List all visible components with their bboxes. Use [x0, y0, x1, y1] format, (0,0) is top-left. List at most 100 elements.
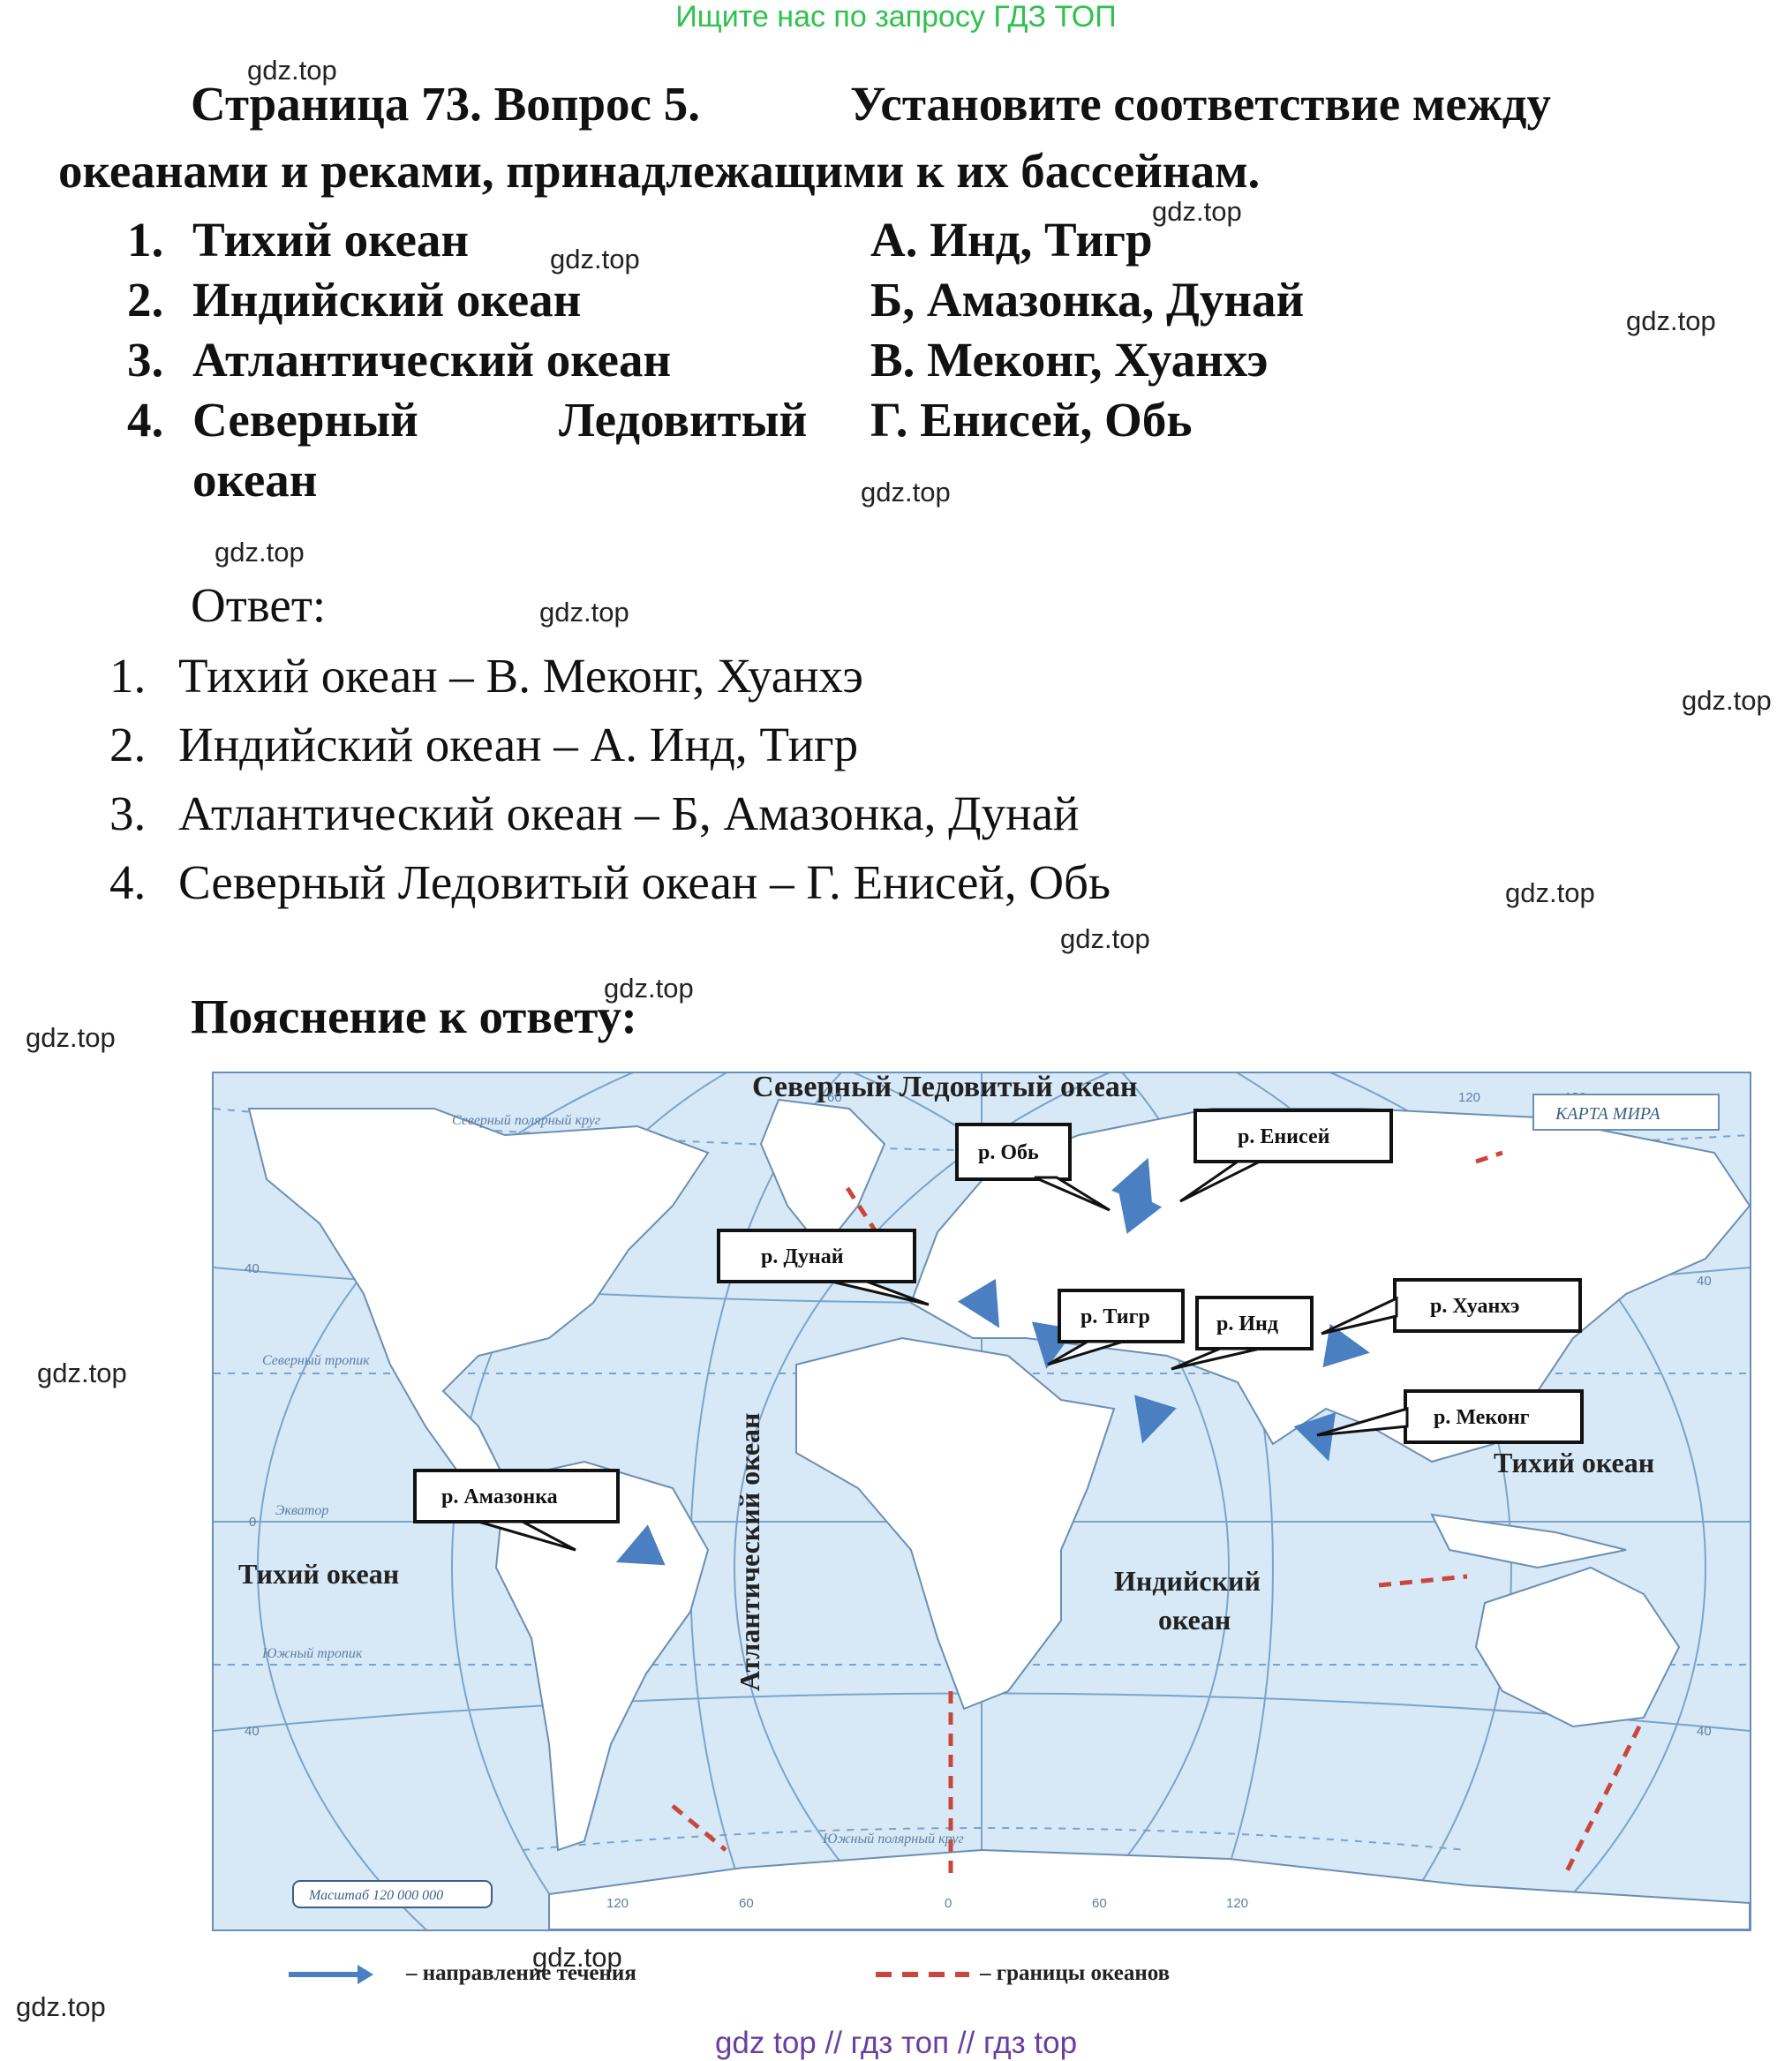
watermark: gdz.top	[1060, 923, 1150, 954]
flow-arrow	[1117, 1185, 1163, 1234]
south-tropic-label: Южный тропик	[261, 1646, 363, 1661]
world-map-svg: Северный Ледовитый океан Тихий океан Тих…	[214, 1073, 1750, 1929]
svg-text:р. Енисей: р. Енисей	[1238, 1125, 1330, 1148]
callout-tigris: р. Тигр	[1047, 1289, 1185, 1366]
watermark: gdz.top	[247, 55, 337, 86]
world-map: Северный Ледовитый океан Тихий океан Тих…	[212, 1072, 1751, 1931]
meridian-label: 120	[1226, 1896, 1248, 1911]
ocean-border	[1475, 1150, 1503, 1164]
parallel-label: 0	[249, 1515, 256, 1530]
watermark: gdz.top	[861, 477, 951, 508]
map-scale-badge	[292, 1880, 493, 1908]
meridian-label: 120	[1458, 1090, 1480, 1105]
answer-item: 4.Северный Ледовитый океан – Г. Енисей, …	[109, 855, 1111, 909]
watermark: gdz.top	[1682, 685, 1772, 716]
ocean-name: Северный	[192, 393, 418, 447]
answer-item: 3.Атлантический океан – Б, Амазонка, Дун…	[109, 786, 1080, 840]
watermark: gdz.top	[215, 537, 305, 568]
question-title-right: Установите соответствие между	[850, 77, 1551, 131]
callout-mekong: р. Меконг	[1316, 1389, 1584, 1444]
watermark: gdz.top	[16, 1991, 106, 2022]
question-title-left: Страница 73. Вопрос 5.	[191, 77, 700, 131]
north-tropic-label: Северный тропик	[262, 1353, 370, 1368]
answer-label: Ответ:	[191, 578, 327, 632]
flow-arrow	[1322, 1323, 1370, 1368]
watermark: gdz.top	[26, 1022, 116, 1053]
ocean-name: Атлантический океан	[192, 333, 672, 387]
answer-item: 2.Индийский океан – А. Инд, Тигр	[109, 718, 859, 771]
svg-text:р. Меконг: р. Меконг	[1434, 1406, 1530, 1429]
arctic-ocean-label: Северный Ледовитый океан	[752, 1073, 1137, 1103]
answer-item: 1.Тихий океан – В. Меконг, Хуанхэ	[109, 649, 863, 703]
watermark: gdz.top	[37, 1358, 127, 1388]
river-option: Г. Енисей, Обь	[870, 393, 1193, 447]
graticule-meridian	[734, 1073, 1111, 1929]
callout-indus: р. Инд	[1171, 1296, 1314, 1371]
top-banner[interactable]: Ищите нас по запросу ГДЗ ТОП	[675, 0, 1117, 34]
flow-arrow	[1031, 1321, 1076, 1369]
australia	[1474, 1566, 1681, 1728]
ocean-number: 2.	[127, 273, 164, 327]
meridian-label: 60	[827, 1090, 842, 1105]
flow-arrow-icon	[289, 1965, 373, 1984]
river-option: А. Инд, Тигр	[870, 213, 1153, 267]
legend-borders-label: – границы океанов	[980, 1961, 1171, 1985]
flow-arrow	[1293, 1412, 1336, 1462]
watermark: gdz.top	[1505, 877, 1595, 908]
footer-links[interactable]: gdz top // гдз топ // гдз top	[714, 2026, 1078, 2060]
indonesia	[1430, 1513, 1627, 1569]
ocean-border	[1562, 1725, 1642, 1878]
graticule-meridian	[451, 1073, 1512, 1929]
map-title: КАРТА МИРА	[1555, 1104, 1660, 1124]
north-america	[247, 1108, 710, 1490]
callout-danube: р. Дунай	[717, 1229, 930, 1306]
flow-arrow	[615, 1524, 666, 1566]
map-title-badge	[1532, 1094, 1720, 1131]
antarctica	[548, 1848, 1750, 1929]
legend-flow-label: – направление течения	[406, 1961, 636, 1985]
north-polar-label: Северный полярный круг	[452, 1113, 600, 1128]
meridian-label: 0	[945, 1896, 952, 1911]
meridian-label: 60	[1092, 1896, 1107, 1911]
ocean-name: океан	[192, 453, 318, 507]
watermark: gdz.top	[550, 244, 640, 275]
parallel-label: 40	[245, 1724, 260, 1739]
svg-text:р. Хуанхэ: р. Хуанхэ	[1430, 1295, 1519, 1318]
question-title-line2: океанами и реками, принадлежащими к их б…	[58, 144, 1261, 198]
ocean-name: Тихий океан	[192, 213, 470, 267]
river-option: Б, Амазонка, Дунай	[870, 273, 1305, 327]
watermark: gdz.top	[1626, 305, 1716, 336]
explanation-label: Пояснение к ответу:	[191, 989, 637, 1043]
ocean-border-icon	[876, 1972, 969, 1977]
parallel-label: 40	[1697, 1274, 1712, 1289]
meridian-label: 60	[739, 1896, 754, 1911]
callout-huanghe: р. Хуанхэ	[1321, 1278, 1582, 1335]
watermark: gdz.top	[539, 597, 629, 628]
svg-text:р. Инд: р. Инд	[1216, 1313, 1278, 1335]
meridian-label: 120	[606, 1896, 629, 1911]
south-polar-label: Южный полярный круг	[822, 1832, 964, 1847]
flow-arrow	[1134, 1395, 1177, 1444]
south-polar-line	[522, 1827, 1468, 1851]
indian-ocean-label: Индийский	[1114, 1565, 1261, 1597]
ocean-number: 3.	[127, 333, 164, 387]
africa	[795, 1336, 1116, 1711]
parallel-label: 40	[1697, 1724, 1712, 1739]
river-option: В. Меконг, Хуанхэ	[870, 333, 1269, 387]
indian-ocean-label: океан	[1158, 1604, 1231, 1636]
ocean-border	[1378, 1574, 1468, 1588]
callout-amazon: р. Амазонка	[413, 1469, 620, 1552]
watermark: gdz.top	[532, 1942, 622, 1973]
map-scale: Масштаб 120 000 000	[308, 1888, 443, 1903]
greenland	[759, 1098, 886, 1252]
watermark: gdz.top	[1152, 196, 1242, 227]
svg-text:р. Тигр: р. Тигр	[1080, 1305, 1150, 1328]
graticule-oval	[257, 1073, 1706, 1929]
svg-text:р. Обь: р. Обь	[978, 1141, 1039, 1164]
callout-yenisei: р. Енисей	[1179, 1109, 1393, 1203]
ocean-name: Индийский океан	[192, 273, 582, 327]
svg-text:р. Амазонка: р. Амазонка	[441, 1486, 558, 1508]
watermark: gdz.top	[604, 973, 694, 1004]
callout-ob: р. Обь	[955, 1123, 1111, 1212]
ocean-name: Ледовитый	[559, 393, 808, 447]
